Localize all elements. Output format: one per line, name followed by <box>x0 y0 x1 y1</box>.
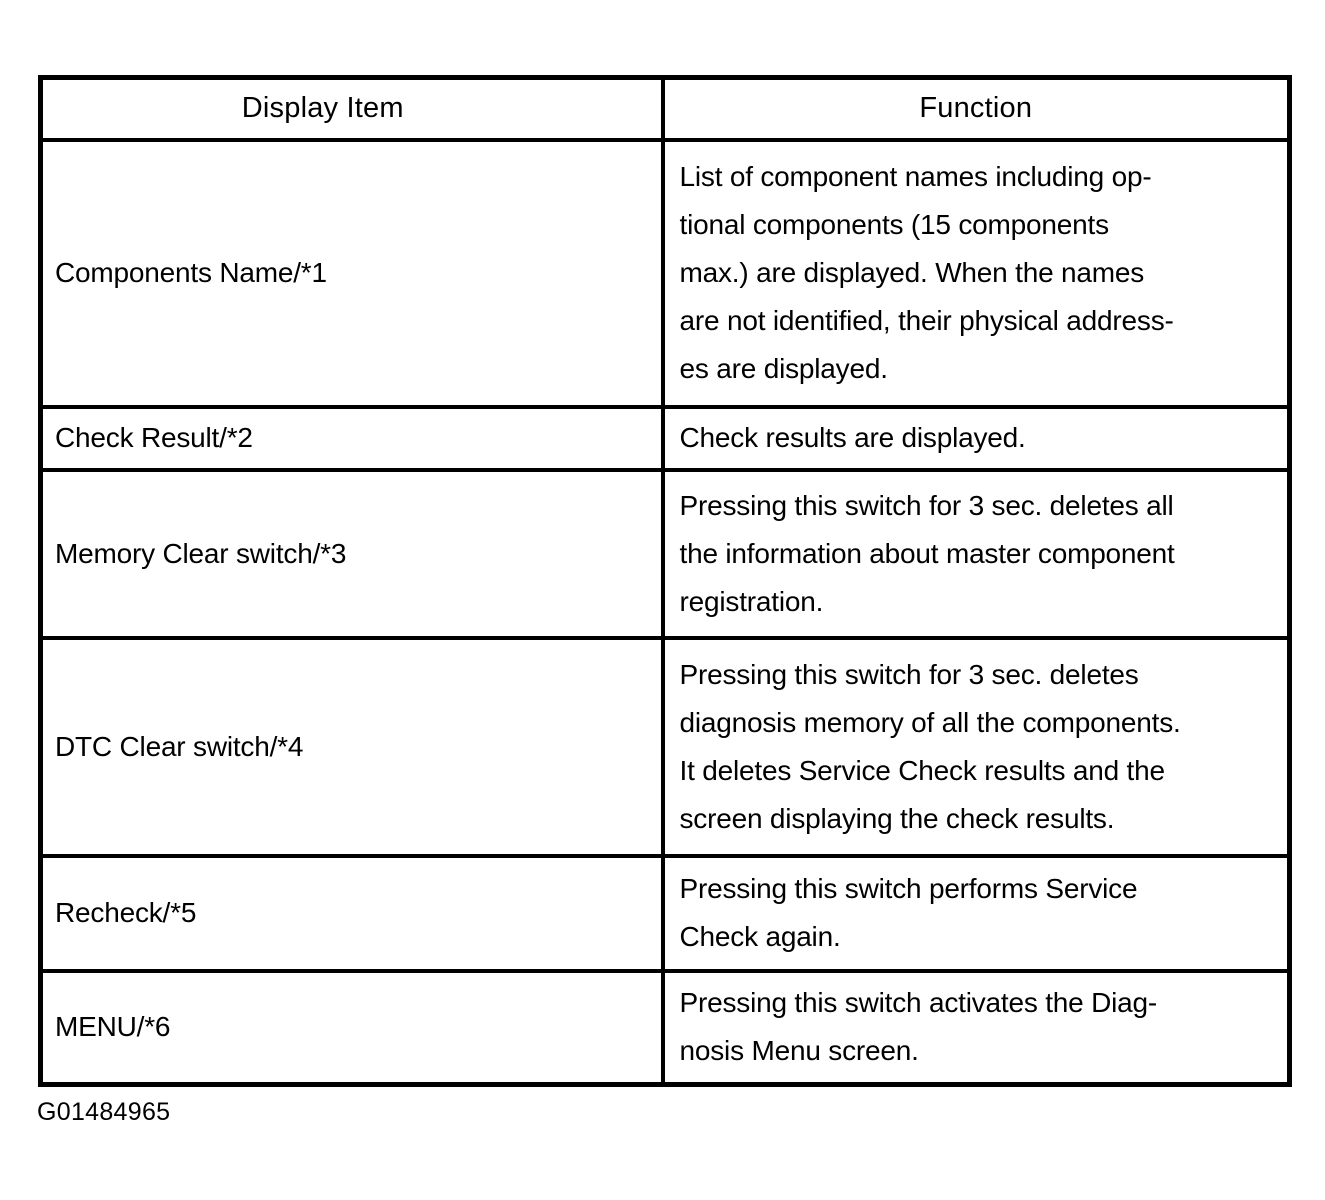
table-row: Check Result/*2 Check results are displa… <box>38 404 1292 472</box>
function-cell: List of component names including op- ti… <box>660 137 1292 409</box>
display-item-cell: MENU/*6 <box>38 968 665 1087</box>
table-row: DTC Clear switch/*4 Pressing this switch… <box>38 635 1292 858</box>
column-header-display-item: Display Item <box>38 75 665 142</box>
display-item-cell: Components Name/*1 <box>38 137 665 409</box>
table-header-row: Display Item Function <box>38 75 1292 142</box>
display-item-cell: Check Result/*2 <box>38 404 665 472</box>
function-cell: Pressing this switch for 3 sec. deletes … <box>660 467 1292 640</box>
function-cell: Check results are displayed. <box>660 404 1292 472</box>
figure-id-label: G01484965 <box>37 1098 171 1126</box>
column-header-function: Function <box>660 75 1292 142</box>
table-row: Components Name/*1 List of component nam… <box>38 137 1292 409</box>
display-item-cell: Recheck/*5 <box>38 853 665 973</box>
display-item-cell: Memory Clear switch/*3 <box>38 467 665 640</box>
table-row: MENU/*6 Pressing this switch activates t… <box>38 968 1292 1087</box>
table-row: Recheck/*5 Pressing this switch performs… <box>38 853 1292 973</box>
function-cell: Pressing this switch for 3 sec. deletes … <box>660 635 1292 858</box>
function-cell: Pressing this switch performs Service Ch… <box>660 853 1292 973</box>
display-item-cell: DTC Clear switch/*4 <box>38 635 665 858</box>
table-row: Memory Clear switch/*3 Pressing this swi… <box>38 467 1292 640</box>
function-cell: Pressing this switch activates the Diag-… <box>660 968 1292 1087</box>
display-item-function-table: Display Item Function Components Name/*1… <box>38 75 1292 1087</box>
